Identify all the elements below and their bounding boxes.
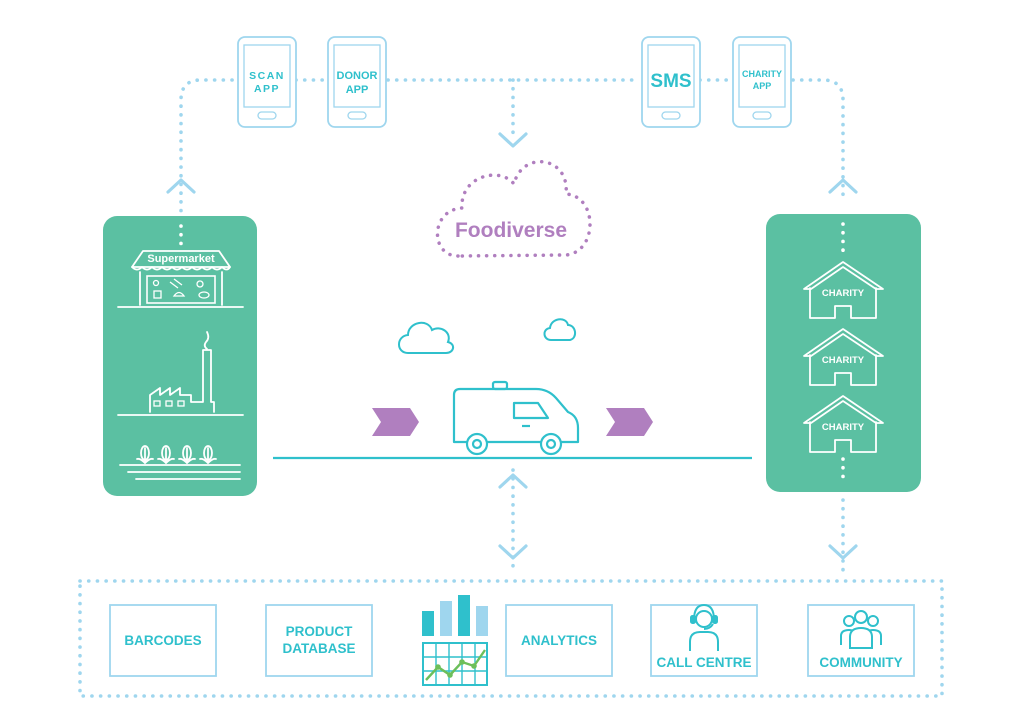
scan-app-label-1: SCAN: [249, 70, 285, 82]
community-box: COMMUNITY: [807, 604, 915, 677]
charity-house-icon: CHARITY: [803, 328, 884, 386]
charity-app-label-2: APP: [753, 81, 772, 91]
analytics-chart-icon: [422, 595, 488, 686]
analytics-label: ANALYTICS: [521, 633, 597, 648]
product-database-box: PRODUCT DATABASE: [265, 604, 373, 677]
down-arrow-charity: [828, 544, 858, 560]
charity-label-2: CHARITY: [822, 355, 865, 366]
donor-app-phone: DONOR APP: [327, 36, 387, 128]
charity-label-3: CHARITY: [822, 422, 865, 433]
sms-phone: SMS: [641, 36, 701, 128]
donor-app-label-2: APP: [346, 84, 369, 96]
charity-panel: CHARITY CHARITY CHARITY: [766, 214, 921, 492]
scan-app-phone: SCAN APP: [237, 36, 297, 128]
sms-label: SMS: [650, 71, 691, 92]
crops-icon: [119, 445, 241, 480]
product-database-label-1: PRODUCT: [286, 624, 354, 639]
community-label: COMMUNITY: [819, 655, 902, 670]
call-centre-label: CALL CENTRE: [656, 655, 751, 670]
supermarket-icon: Supermarket: [117, 250, 244, 308]
foodiverse-cloud: Foodiverse: [435, 160, 592, 258]
small-cloud-icon: [398, 321, 454, 354]
charity-app-label-1: CHARITY: [742, 69, 782, 79]
down-arrow-cloud: [498, 132, 528, 148]
headset-person-icon: [689, 603, 719, 651]
barcodes-box: BARCODES: [109, 604, 217, 677]
charity-app-phone: CHARITY APP: [732, 36, 792, 128]
charity-house-icon: CHARITY: [803, 261, 884, 319]
flow-arrow-left: [372, 408, 419, 436]
van-icon: [452, 380, 580, 456]
donor-panel: Supermarket: [103, 216, 257, 496]
analytics-box: ANALYTICS: [505, 604, 613, 677]
services-frame: [78, 579, 944, 698]
factory-icon: [117, 331, 244, 416]
donor-app-label-1: DONOR: [337, 70, 378, 82]
call-centre-box: CALL CENTRE: [650, 603, 758, 677]
charity-house-icon: CHARITY: [803, 395, 884, 453]
scan-app-label-2: APP: [254, 83, 280, 95]
up-arrow-left: [166, 178, 196, 194]
product-database-label-2: DATABASE: [283, 641, 356, 656]
up-arrow-right: [828, 178, 858, 194]
barcodes-label: BARCODES: [124, 633, 201, 648]
up-arrow-road: [498, 473, 528, 489]
flow-arrow-right: [606, 408, 653, 436]
foodiverse-label: Foodiverse: [455, 219, 567, 242]
down-arrow-road: [498, 544, 528, 560]
top-connector: [166, 78, 858, 230]
supermarket-label: Supermarket: [147, 253, 215, 265]
charity-label-1: CHARITY: [822, 288, 865, 299]
community-people-icon: [840, 610, 882, 649]
small-cloud-icon: [543, 318, 576, 341]
